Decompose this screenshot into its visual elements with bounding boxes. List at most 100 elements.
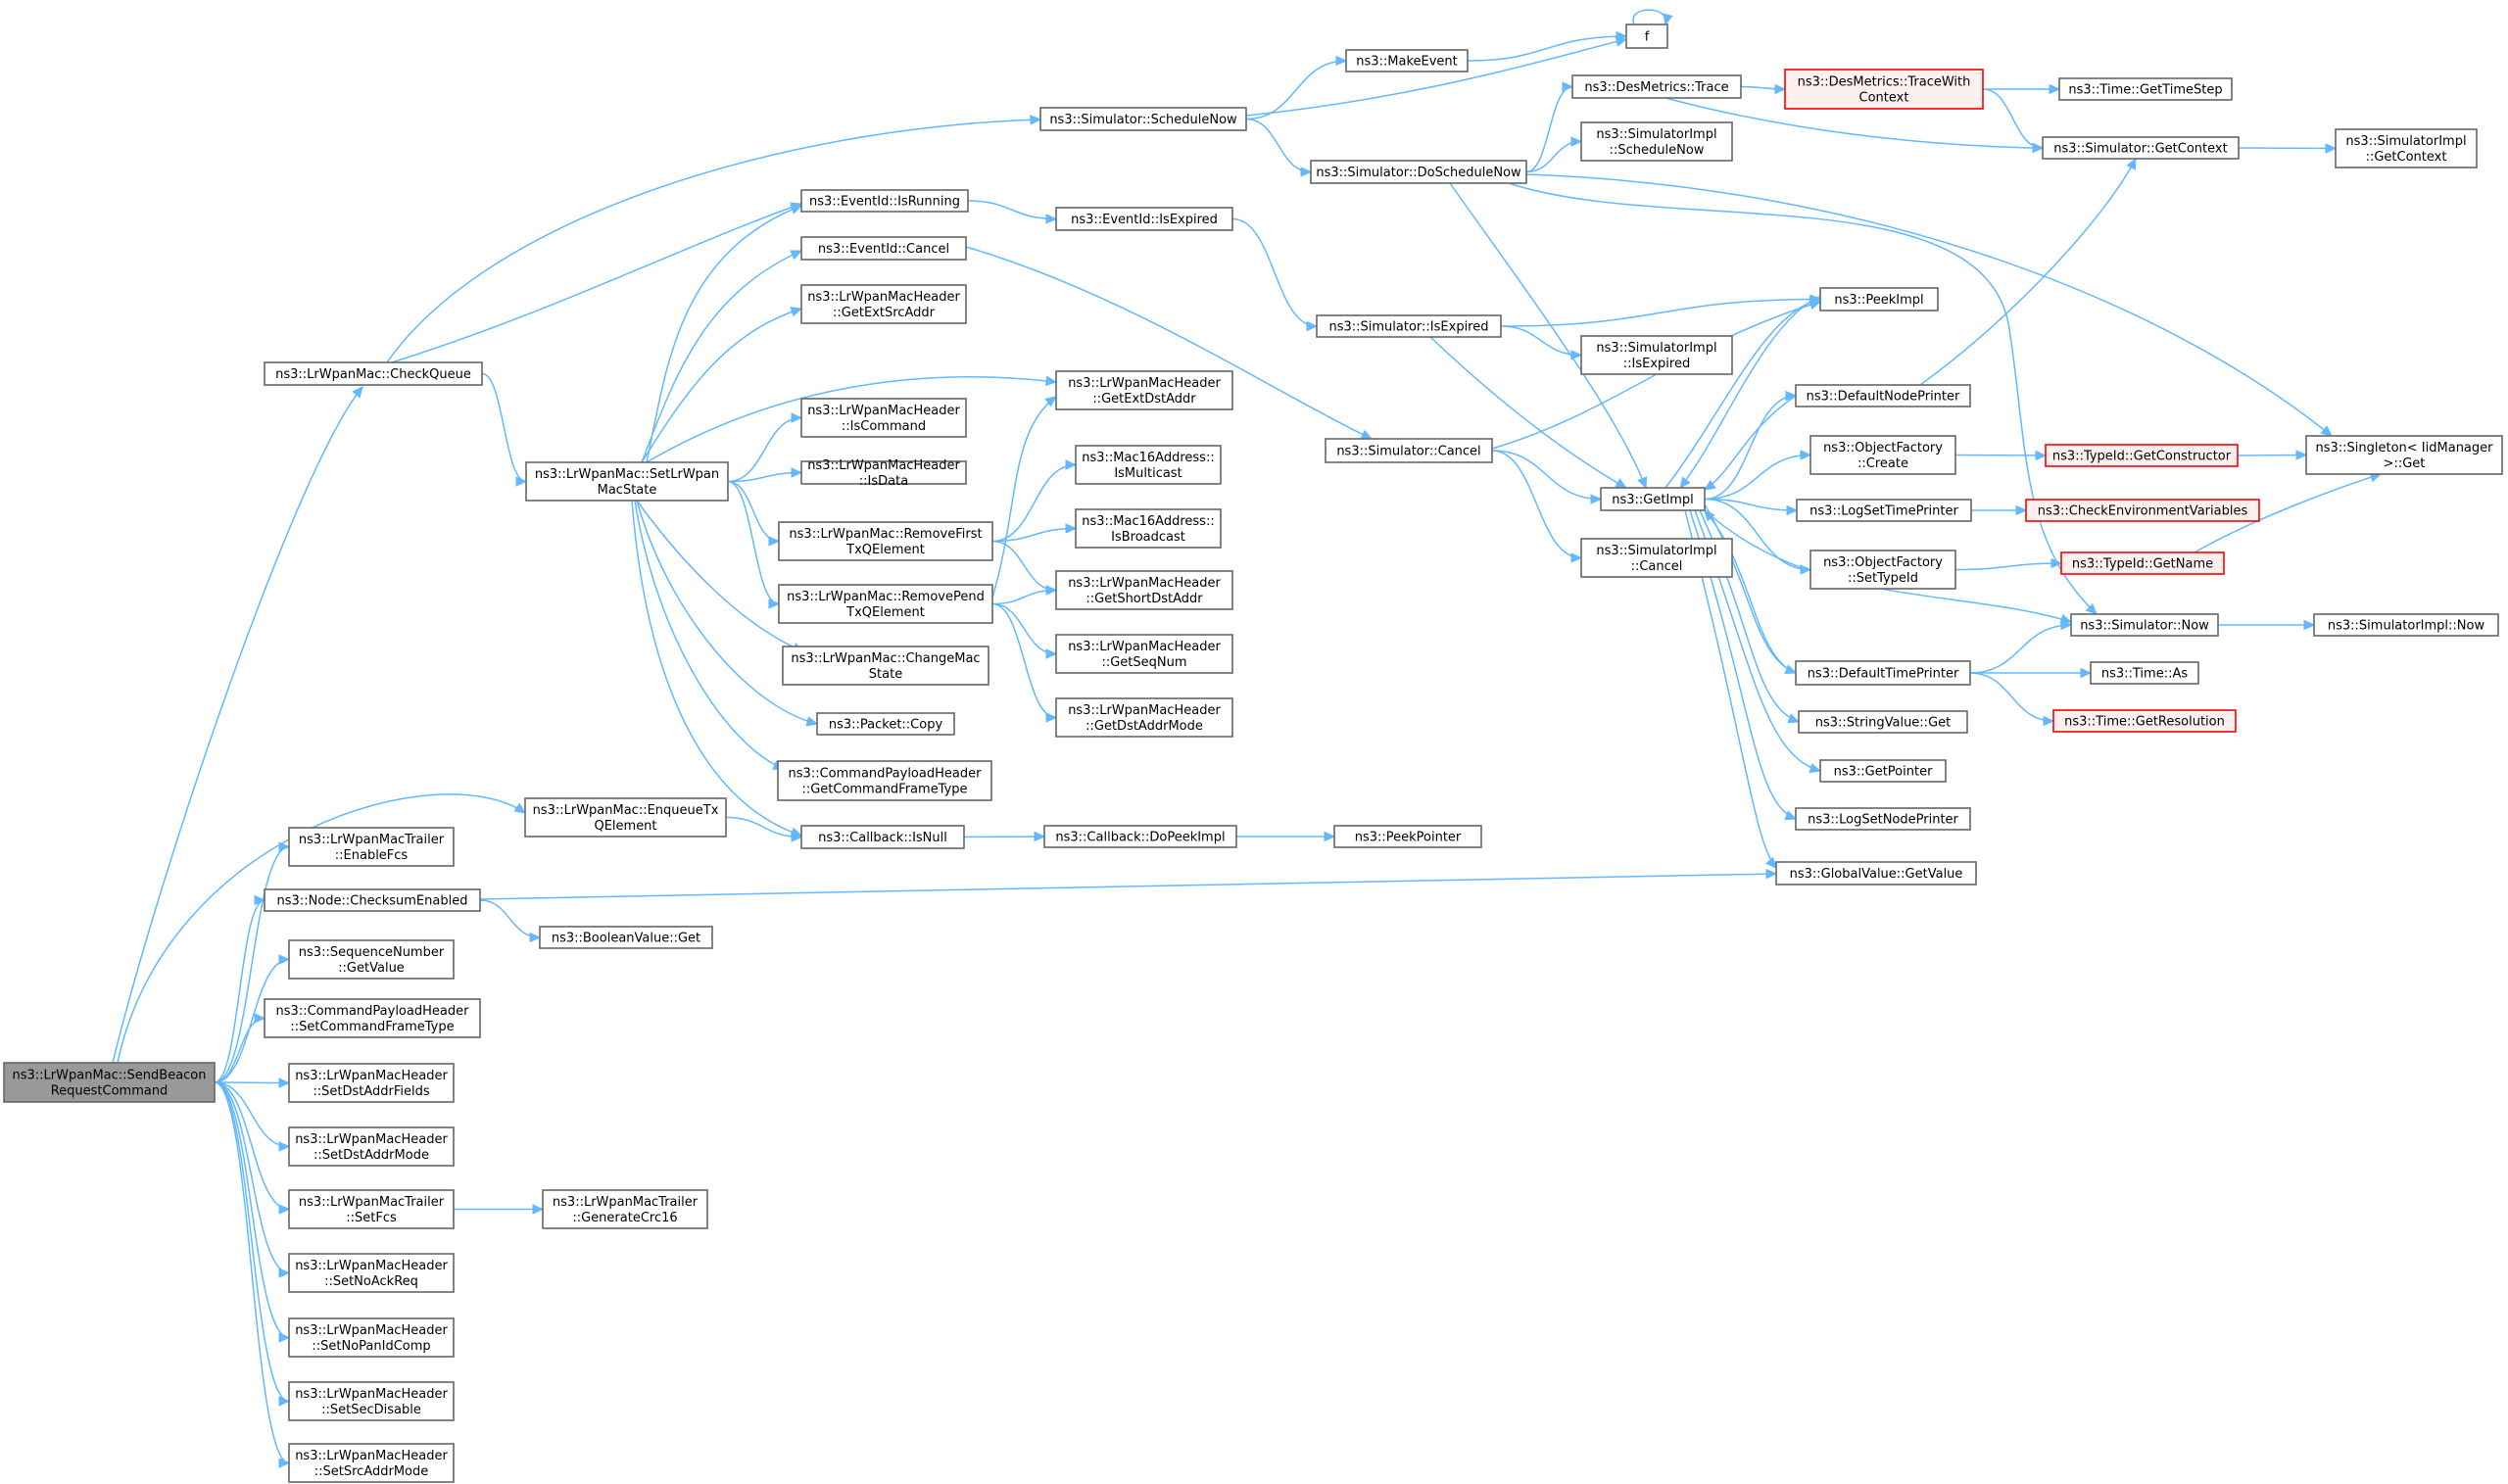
node-simCancel[interactable]: ns3::Simulator::Cancel	[1325, 438, 1493, 463]
node-setSecDisable[interactable]: ns3::LrWpanMacHeader::SetSecDisable	[288, 1381, 455, 1421]
node-label-line: ns3::SimulatorImpl	[1596, 341, 1716, 356]
node-defaultTimePrinter[interactable]: ns3::DefaultTimePrinter	[1795, 660, 1971, 686]
node-checkEnvVars[interactable]: ns3::CheckEnvironmentVariables	[2025, 499, 2260, 522]
edge-setLrWpanMacState-to-callbackIsNull	[631, 500, 803, 838]
node-simGetContext[interactable]: ns3::Simulator::GetContext	[2042, 136, 2240, 160]
node-implNow[interactable]: ns3::SimulatorImpl::Now	[2313, 613, 2499, 637]
node-simNow[interactable]: ns3::Simulator::Now	[2070, 613, 2219, 637]
edge-setLrWpanMacState-to-getCmdFrameType	[634, 500, 786, 770]
node-getCmdFrameType[interactable]: ns3::CommandPayloadHeader::GetCommandFra…	[777, 760, 992, 801]
node-stringValueGet[interactable]: ns3::StringValue::Get	[1798, 710, 1968, 734]
node-getPointer[interactable]: ns3::GetPointer	[1819, 759, 1947, 783]
node-packetCopy[interactable]: ns3::Packet::Copy	[816, 712, 955, 736]
node-peekPointer[interactable]: ns3::PeekPointer	[1333, 825, 1482, 848]
node-box	[1310, 160, 1527, 184]
node-box	[3, 1062, 216, 1103]
edge-line	[965, 246, 1373, 440]
node-box	[542, 1189, 708, 1229]
node-checksumEnabled[interactable]: ns3::Node::ChecksumEnabled	[264, 888, 481, 912]
node-isCommand[interactable]: ns3::LrWpanMacHeader::IsCommand	[800, 398, 967, 438]
node-typeIdGetConstructor[interactable]: ns3::TypeId::GetConstructor	[2045, 444, 2239, 467]
node-isBroadcast[interactable]: ns3::Mac16Address::IsBroadcast	[1075, 508, 1222, 549]
node-booleanGet[interactable]: ns3::BooleanValue::Get	[539, 926, 713, 949]
node-setFcs[interactable]: ns3::LrWpanMacTrailer::SetFcs	[288, 1189, 455, 1229]
node-setSrcAddrMode[interactable]: ns3::LrWpanMacHeader::SetSrcAddrMode	[288, 1443, 455, 1483]
node-globalGetValue[interactable]: ns3::GlobalValue::GetValue	[1775, 861, 1977, 886]
node-setDstAddrFields[interactable]: ns3::LrWpanMacHeader::SetDstAddrFields	[288, 1063, 455, 1103]
edge-removePendTx-to-getShortDstAddr	[991, 585, 1058, 605]
edge-simCancel-to-implCancel	[1491, 450, 1583, 563]
node-eventIsRunning[interactable]: ns3::EventId::IsRunning	[800, 189, 969, 213]
node-eventCancel[interactable]: ns3::EventId::Cancel	[800, 236, 967, 261]
node-label-line: ns3::Simulator::IsExpired	[1328, 320, 1488, 335]
node-getExtSrcAddr[interactable]: ns3::LrWpanMacHeader::GetExtSrcAddr	[800, 284, 967, 324]
node-box	[1795, 660, 1971, 686]
node-defaultNodePrinter[interactable]: ns3::DefaultNodePrinter	[1795, 384, 1971, 407]
node-implScheduleNow[interactable]: ns3::SimulatorImpl::ScheduleNow	[1580, 121, 1733, 162]
node-enableFcs[interactable]: ns3::LrWpanMacTrailer::EnableFcs	[288, 827, 455, 867]
node-timeAs[interactable]: ns3::Time::As	[2090, 661, 2199, 685]
node-label-line: IsMulticast	[1114, 466, 1182, 481]
node-timeGetResolution[interactable]: ns3::Time::GetResolution	[2052, 709, 2237, 733]
node-doPeekImpl[interactable]: ns3::Callback::DoPeekImpl	[1043, 825, 1237, 848]
node-doScheduleNow[interactable]: ns3::Simulator::DoScheduleNow	[1310, 160, 1527, 184]
node-generateCrc16[interactable]: ns3::LrWpanMacTrailer::GenerateCrc16	[542, 1189, 708, 1229]
node-getSeqNum[interactable]: ns3::LrWpanMacHeader::GetSeqNum	[1055, 634, 1233, 674]
node-box	[2025, 499, 2260, 522]
node-makeEvent[interactable]: ns3::MakeEvent	[1345, 49, 1469, 72]
node-objFactorySetTypeId[interactable]: ns3::ObjectFactory::SetTypeId	[1809, 550, 1956, 590]
node-implGetContext[interactable]: ns3::SimulatorImpl::GetContext	[2335, 128, 2478, 168]
node-typeIdGetName[interactable]: ns3::TypeId::GetName	[2060, 551, 2225, 575]
node-getDstAddrMode[interactable]: ns3::LrWpanMacHeader::GetDstAddrMode	[1055, 697, 1233, 738]
node-isData[interactable]: ns3::LrWpanMacHeader::IsData	[800, 458, 967, 489]
node-label-line: ::SetFcs	[346, 1211, 397, 1225]
node-singletonGet[interactable]: ns3::Singleton< IidManager >::Get	[2305, 435, 2503, 475]
node-scheduleNow[interactable]: ns3::Simulator::ScheduleNow	[1039, 107, 1247, 131]
node-getExtDstAddr[interactable]: ns3::LrWpanMacHeader::GetExtDstAddr	[1055, 370, 1233, 410]
node-implCancel[interactable]: ns3::SimulatorImpl::Cancel	[1580, 538, 1733, 578]
edge-doScheduleNow-to-singletonGet	[1525, 173, 2333, 437]
node-box	[1819, 287, 1939, 311]
node-logSetNodePrinter[interactable]: ns3::LogSetNodePrinter	[1795, 807, 1971, 831]
node-label-line: ns3::Simulator::ScheduleNow	[1049, 113, 1237, 127]
node-objFactoryCreate[interactable]: ns3::ObjectFactory::Create	[1809, 435, 1956, 475]
node-box	[1795, 384, 1971, 407]
node-setDstAddrMode[interactable]: ns3::LrWpanMacHeader::SetDstAddrMode	[288, 1126, 455, 1167]
edge-arrowhead	[1045, 712, 1058, 723]
node-peekImpl[interactable]: ns3::PeekImpl	[1819, 287, 1939, 311]
node-setNoAckReq[interactable]: ns3::LrWpanMacHeader::SetNoAckReq	[288, 1253, 455, 1293]
node-f[interactable]: f	[1625, 24, 1668, 49]
node-getShortDstAddr[interactable]: ns3::LrWpanMacHeader::GetShortDstAddr	[1055, 570, 1233, 610]
node-label-line: ns3::Time::GetResolution	[2064, 715, 2225, 730]
node-label-line: ::SetCommandFrameType	[290, 1020, 454, 1034]
node-checkQueue[interactable]: ns3::LrWpanMac::CheckQueue	[264, 361, 483, 386]
node-label-line: ::GetExtSrcAddr	[833, 306, 936, 320]
edge-arrowhead	[1044, 375, 1058, 387]
node-getImpl[interactable]: ns3::GetImpl	[1600, 487, 1706, 511]
edge-setFcs-to-generateCrc16	[454, 1204, 545, 1215]
node-timeGetTimeStep[interactable]: ns3::Time::GetTimeStep	[2058, 77, 2233, 101]
edge-line	[214, 1081, 290, 1084]
node-desTrace[interactable]: ns3::DesMetrics::Trace	[1571, 74, 1742, 99]
node-label-line: ns3::LrWpanMac::RemoveFirst	[789, 527, 982, 542]
node-setCmdFrameType[interactable]: ns3::CommandPayloadHeader::SetCommandFra…	[264, 998, 481, 1038]
node-logSetTimePrinter[interactable]: ns3::LogSetTimePrinter	[1796, 499, 1972, 522]
edge-root-to-setNoPanIdComp	[214, 1081, 291, 1343]
node-callbackIsNull[interactable]: ns3::Callback::IsNull	[800, 825, 965, 849]
node-isMulticast[interactable]: ns3::Mac16Address::IsMulticast	[1075, 445, 1222, 485]
node-seqGetValue[interactable]: ns3::SequenceNumber::GetValue	[288, 939, 455, 980]
node-setNoPanIdComp[interactable]: ns3::LrWpanMacHeader::SetNoPanIdComp	[288, 1317, 455, 1358]
edge-line	[386, 119, 1041, 363]
node-simIsExpired[interactable]: ns3::Simulator::IsExpired	[1316, 314, 1502, 338]
node-box	[778, 584, 993, 624]
node-label-line: ns3::LrWpanMacHeader	[1068, 640, 1221, 654]
node-implIsExpired[interactable]: ns3::SimulatorImpl::IsExpired	[1580, 335, 1733, 375]
node-eventIsExpired[interactable]: ns3::EventId::IsExpired	[1055, 207, 1233, 231]
